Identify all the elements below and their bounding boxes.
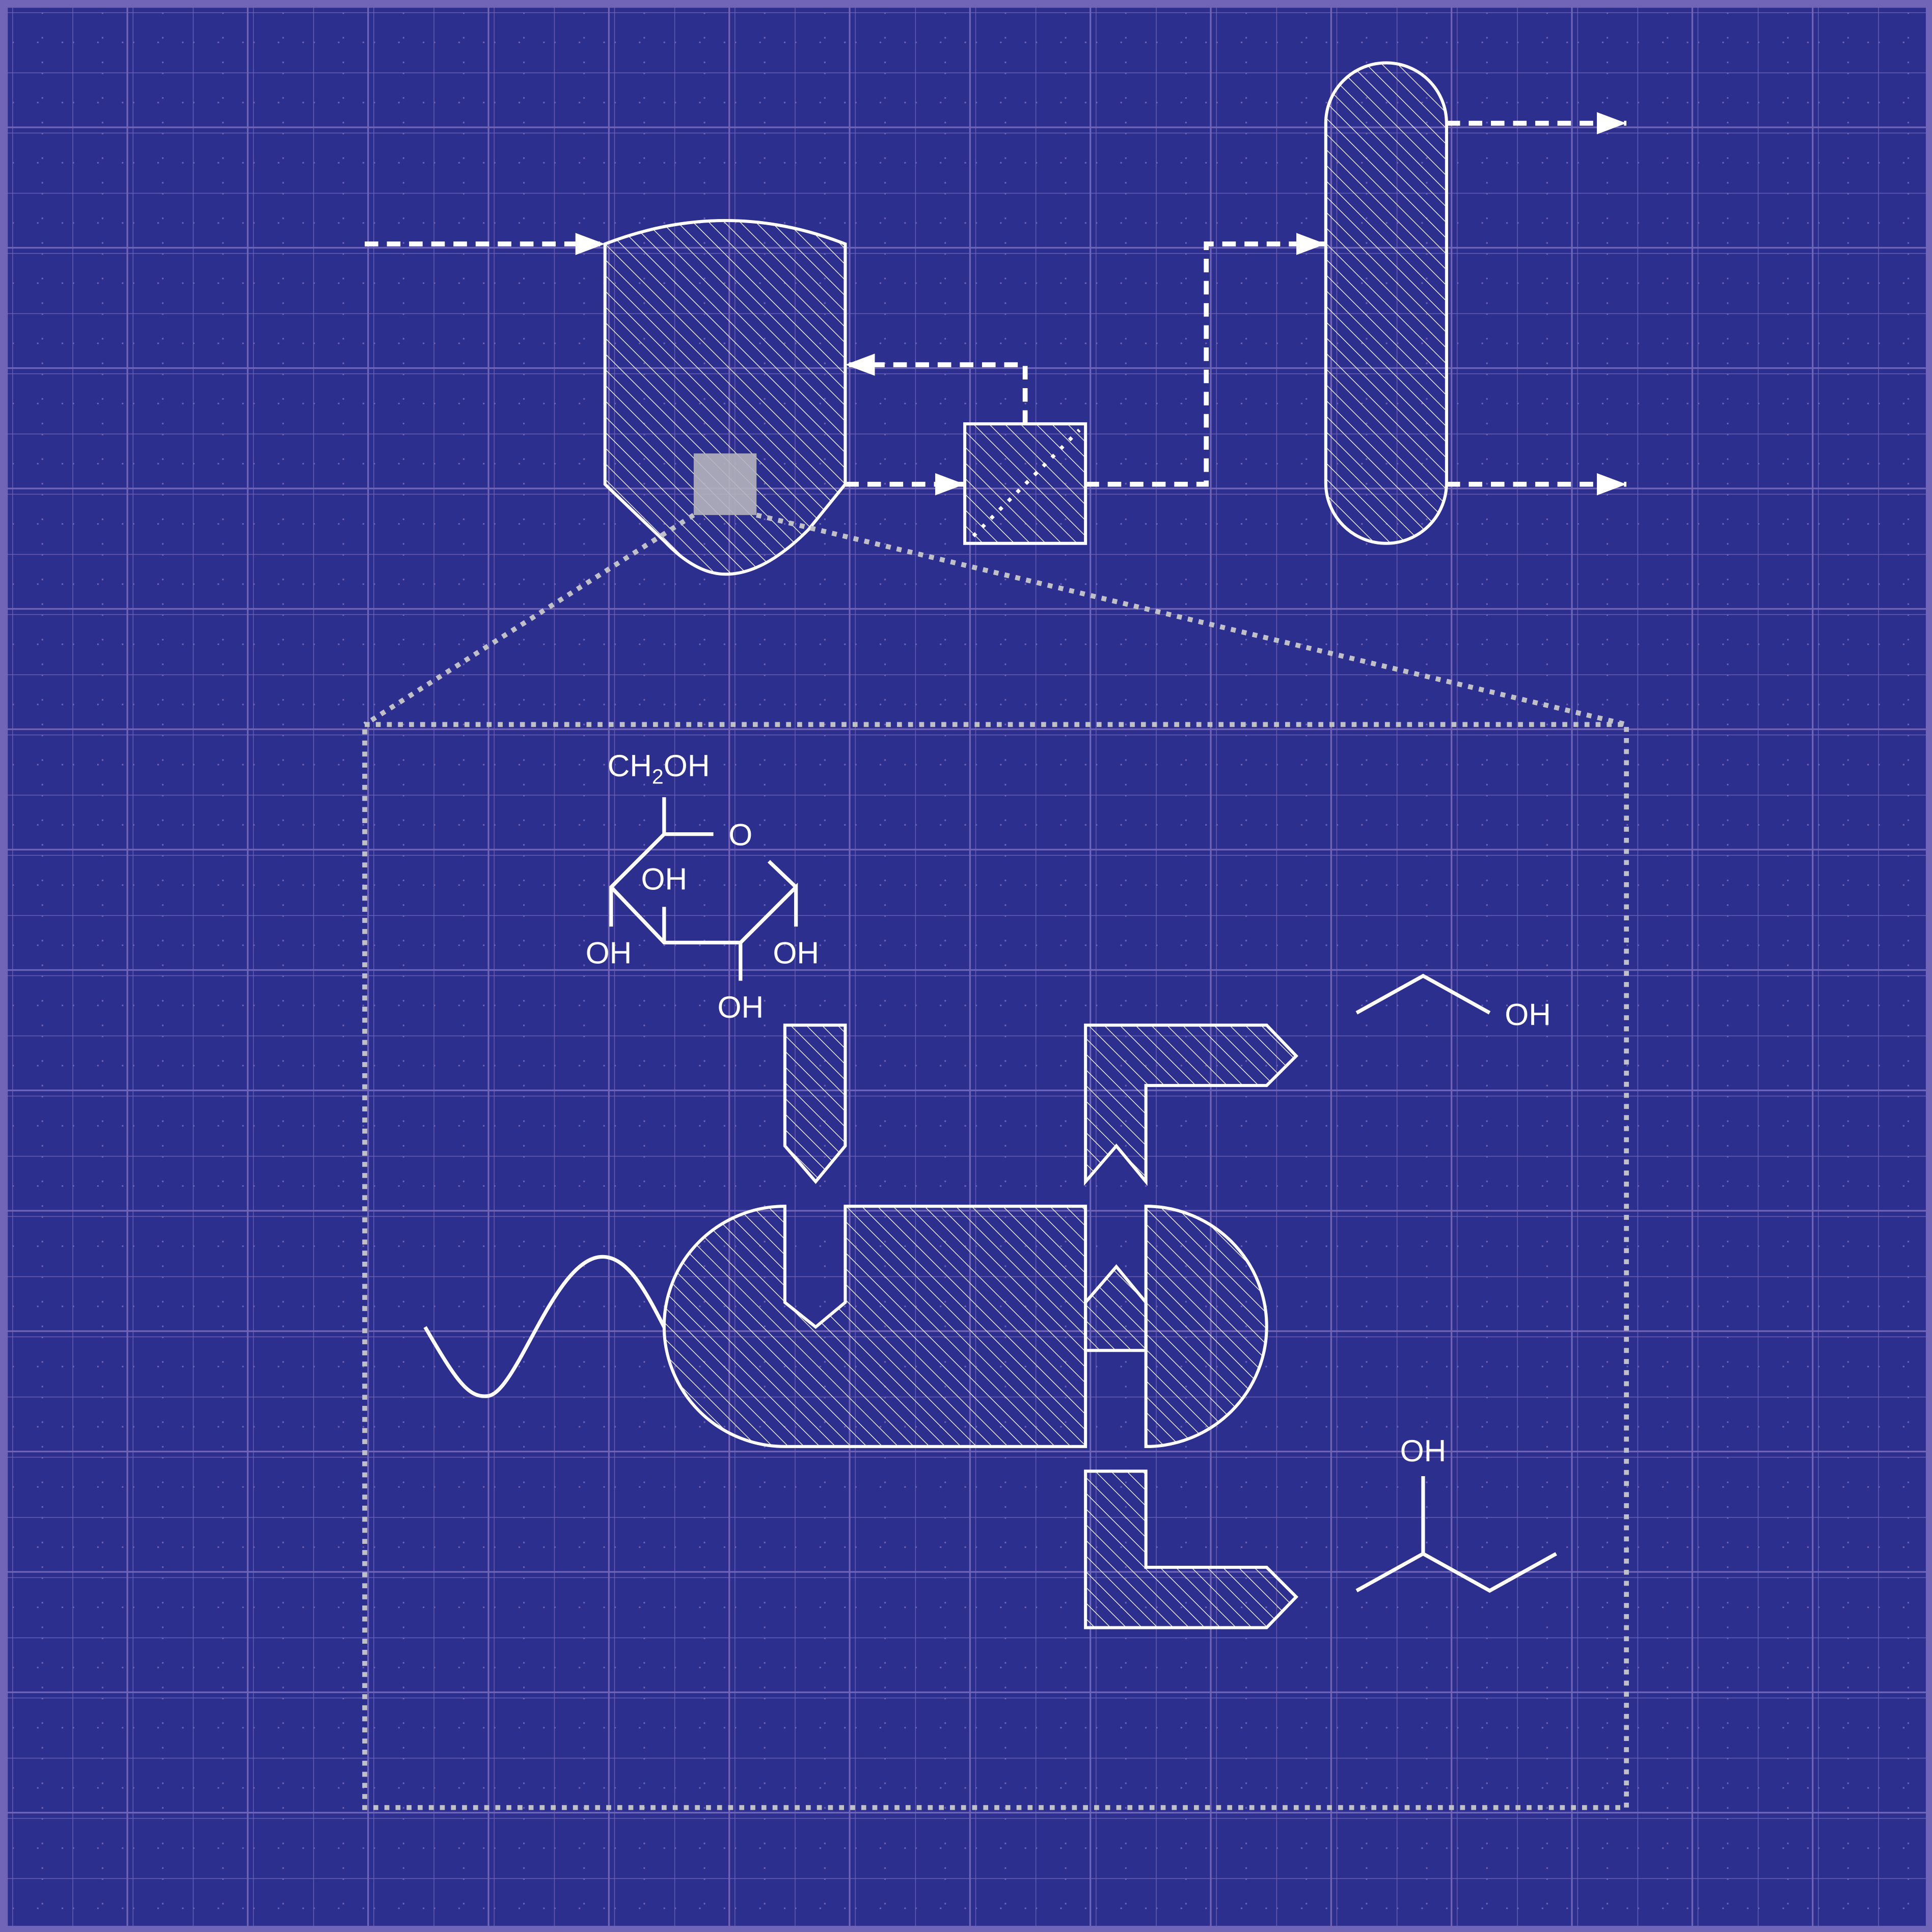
glucose-ch2oh-label: CH2OH [608, 748, 710, 788]
vessel-right-cap [1144, 1205, 1268, 1448]
top-nozzle [1084, 1023, 1299, 1186]
glucose-oh-label: OH [641, 862, 687, 896]
butanol-oh-label: OH [1400, 1433, 1447, 1468]
glucose-oh-label: OH [773, 936, 819, 970]
probe-nozzle [783, 1023, 847, 1184]
wave-signal [423, 1255, 666, 1398]
zoom-callout [362, 512, 1629, 1810]
bottom-nozzle [1084, 1470, 1299, 1629]
zoom-line-left [363, 513, 695, 727]
ch2oh-part-ch: CH [608, 748, 652, 783]
ethanol-oh-label: OH [1505, 997, 1551, 1032]
zoom-highlight-region [693, 453, 757, 515]
glucose-oh-label: OH [717, 990, 764, 1024]
ethanol-structure [1355, 973, 1491, 1015]
flow-lines [365, 112, 1627, 496]
reactor-vessel [603, 219, 847, 576]
ch2oh-part-oh: OH [664, 748, 710, 783]
recycle-stream-arrow [845, 353, 1028, 424]
exchanger-diagonal [972, 428, 1081, 537]
glucose-structure [609, 797, 798, 981]
butanol-structure [1355, 1476, 1557, 1593]
zoom-line-right [756, 512, 1627, 727]
horizontal-vessel [662, 1205, 1087, 1448]
glucose-oh-label: OH [586, 936, 632, 970]
heat-exchanger [963, 422, 1087, 545]
glucose-ring-oxygen: O [728, 817, 752, 852]
detail-equipment [662, 1023, 1299, 1629]
vessel-connector [1084, 1264, 1148, 1352]
ch2oh-subscript: 2 [652, 765, 664, 788]
distillation-column [1324, 61, 1448, 545]
zoom-frame [362, 722, 1629, 1810]
